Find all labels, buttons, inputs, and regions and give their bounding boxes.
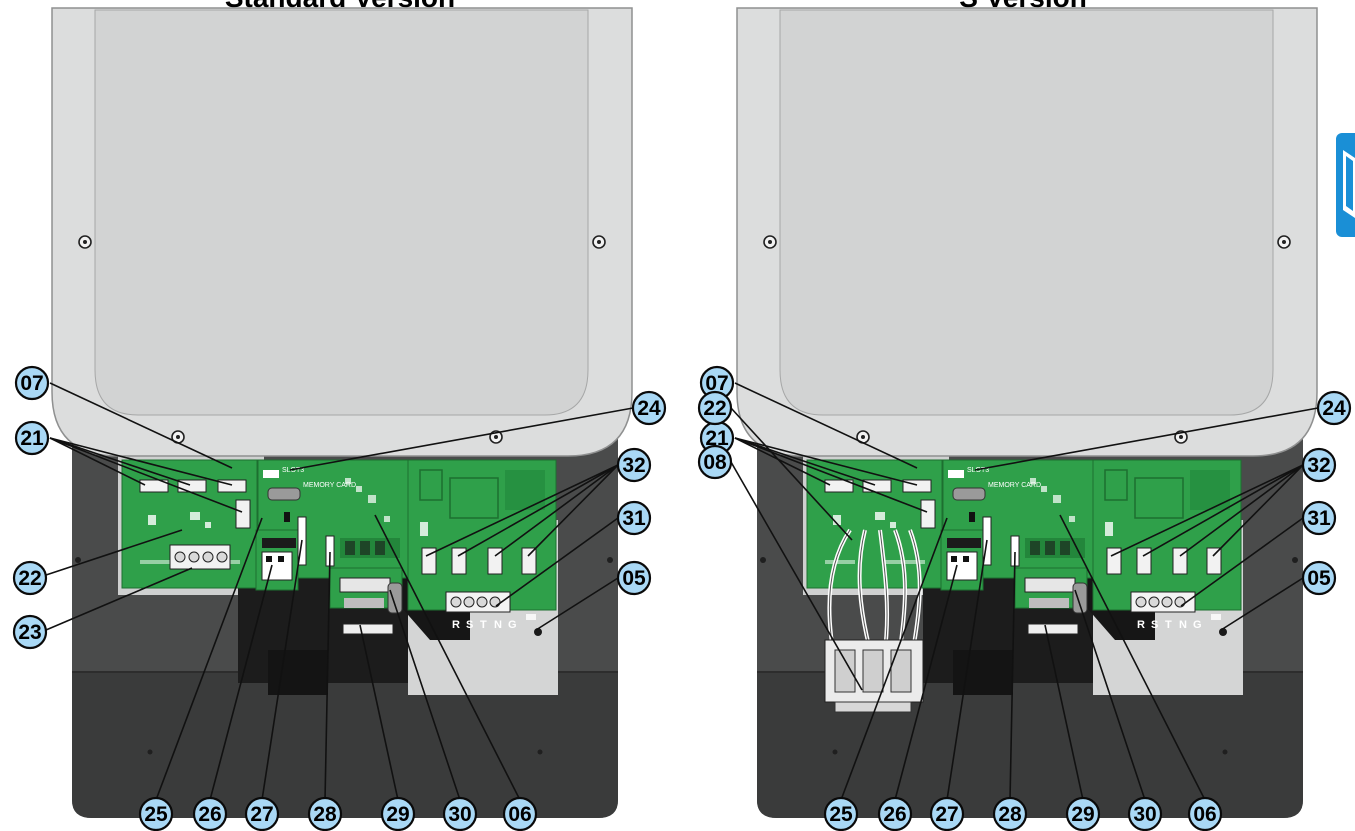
terminal-letter: R [452,619,460,631]
terminal-letter: T [480,619,487,631]
callout-badge: 28 [992,796,1028,831]
svg-text:31: 31 [622,507,646,530]
callout-badge: 05 [616,560,652,596]
svg-text:26: 26 [883,803,906,826]
callout-badge: 05 [1301,560,1337,596]
inverter-housing [51,7,633,819]
callout-badge: 27 [929,796,965,831]
callout-badge: 25 [138,796,174,831]
svg-text:30: 30 [448,803,471,826]
callout-badge: 32 [1301,447,1337,483]
callout-badge: 29 [1065,796,1101,831]
inverter-housing [736,7,1318,819]
svg-text:27: 27 [250,803,273,826]
terminal-letter: G [508,619,517,631]
svg-text:07: 07 [20,372,43,395]
svg-text:21: 21 [20,427,44,450]
svg-text:05: 05 [1307,567,1331,590]
svg-text:26: 26 [198,803,221,826]
callout-badge: 08 [697,444,733,480]
callout-badge: 31 [1301,500,1337,536]
callout-badge: 30 [442,796,478,831]
slot-label: SLOT3 [282,467,304,474]
svg-text:32: 32 [622,454,645,477]
terminal-letter: S [1151,619,1158,631]
callout-badge: 27 [244,796,280,831]
manual-side-tab [1336,133,1355,237]
terminal-letters: R S T N G [1137,619,1202,631]
svg-text:31: 31 [1307,507,1331,530]
terminal-letter: G [1193,619,1202,631]
svg-text:24: 24 [1322,397,1346,420]
callout-badge: 32 [616,447,652,483]
terminal-letter: N [494,619,502,631]
callout-badge: 21 [14,420,50,456]
terminal-letter: S [466,619,473,631]
svg-text:28: 28 [313,803,337,826]
callout-badge: 22 [12,560,48,596]
callout-badge: 22 [697,390,733,426]
terminal-letter: R [1137,619,1145,631]
slot-label: SLOT3 [967,467,989,474]
memory-card-label: MEMORY CARD [988,482,1041,489]
callout-badge: 24 [631,390,667,426]
callout-badge: 28 [307,796,343,831]
svg-text:24: 24 [637,397,661,420]
svg-text:25: 25 [144,803,168,826]
svg-text:22: 22 [703,397,726,420]
callout-badge: 25 [823,796,859,831]
svg-text:07: 07 [705,372,728,395]
svg-text:21: 21 [705,427,729,450]
svg-text:25: 25 [829,803,853,826]
memory-card-label: MEMORY CARD [303,482,356,489]
svg-text:28: 28 [998,803,1022,826]
svg-text:29: 29 [386,803,409,826]
standard-version-panel: Standard Version SLOT3 MEMORY CARD R S T… [12,0,667,831]
callout-badges: 07 21 22 23 25 26 27 28 29 30 06 05 [12,365,667,831]
svg-text:29: 29 [1071,803,1094,826]
callout-badge: 06 [502,796,538,831]
callout-badge: 07 [14,365,50,401]
leader-lines [45,382,634,801]
callout-badge: 29 [380,796,416,831]
callout-badge: 26 [192,796,228,831]
s-version-panel: S Version SLOT3 MEMORY CARD R S T N G [697,0,1352,831]
svg-text:22: 22 [18,567,41,590]
callout-badge: 26 [877,796,913,831]
callout-badge: 24 [1316,390,1352,426]
svg-text:06: 06 [1193,803,1216,826]
callout-badge: 23 [12,614,48,650]
terminal-letters: R S T N G [452,619,517,631]
svg-text:08: 08 [703,451,727,474]
svg-text:32: 32 [1307,454,1330,477]
callout-badge: 07 [699,365,735,401]
svg-text:06: 06 [508,803,531,826]
svg-text:05: 05 [622,567,646,590]
terminal-letter: N [1179,619,1187,631]
svg-text:27: 27 [935,803,958,826]
callout-badge: 31 [616,500,652,536]
terminal-letter: T [1165,619,1172,631]
leader-lines [730,382,1319,801]
manual-book-icon [1343,150,1355,218]
callout-badge: 30 [1127,796,1163,831]
callout-badge: 06 [1187,796,1223,831]
svg-text:23: 23 [18,621,41,644]
svg-text:30: 30 [1133,803,1156,826]
callout-badges: 07 21 22 08 25 26 27 28 29 30 06 05 [697,365,1352,831]
dc-switch-module [824,528,924,713]
callout-badge: 21 [699,420,735,456]
